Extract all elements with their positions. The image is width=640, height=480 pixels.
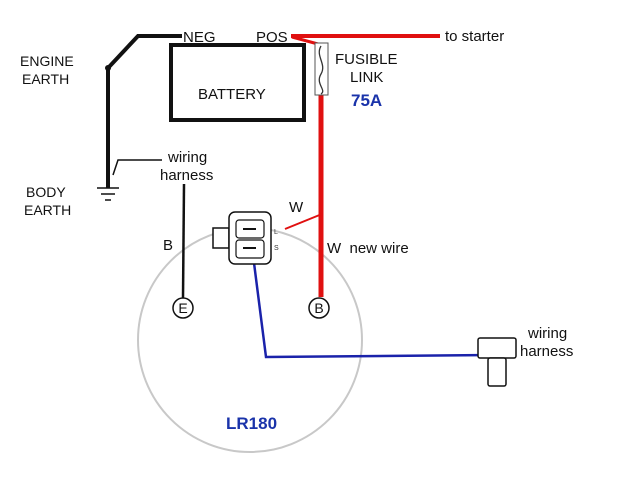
wiring-harness-right-label-1: wiring bbox=[527, 325, 567, 342]
terminal-e-label: E bbox=[178, 300, 187, 316]
harness-earth-wire bbox=[112, 159, 162, 176]
engine-earth-wire bbox=[106, 34, 182, 188]
w-new-wire-label: W new wire bbox=[327, 240, 409, 257]
plug-label-s: S bbox=[274, 245, 279, 252]
body-earth-label-2: EARTH bbox=[24, 202, 71, 218]
wiring-harness-left-label-2: harness bbox=[160, 167, 213, 184]
alternator-plug bbox=[212, 211, 272, 265]
terminal-e bbox=[172, 297, 194, 319]
fusible-link-label-2: LINK bbox=[350, 69, 383, 86]
w-upper-label: W bbox=[289, 199, 304, 216]
fuse-rating-label: 75A bbox=[351, 91, 382, 110]
pos-to-fuse-wire bbox=[291, 35, 319, 46]
engine-earth-label-2: EARTH bbox=[22, 71, 69, 87]
battery-box bbox=[169, 43, 306, 122]
fusible-link-label-1: FUSIBLE bbox=[335, 51, 398, 68]
fusible-link bbox=[314, 42, 329, 96]
terminal-b bbox=[308, 297, 330, 319]
engine-earth-label-1: ENGINE bbox=[20, 53, 74, 69]
b-left-label: B bbox=[163, 237, 173, 254]
wiring-harness-right-label-2: harness bbox=[520, 343, 573, 360]
pos-label: POS bbox=[256, 29, 288, 46]
terminal-b-label: B bbox=[314, 300, 323, 316]
alternator-model-label: LR180 bbox=[226, 414, 277, 433]
engine-earth-joint bbox=[105, 65, 111, 71]
neg-label: NEG bbox=[183, 29, 216, 46]
s-terminal-sense-wire bbox=[251, 254, 493, 359]
harness-connector-right bbox=[477, 337, 517, 387]
body-earth-symbol bbox=[97, 187, 119, 201]
wiring-harness-left-label-1: wiring bbox=[167, 149, 207, 166]
l-terminal-new-wire bbox=[284, 213, 323, 230]
to-starter-label: to starter bbox=[445, 28, 504, 45]
e-terminal-wire bbox=[181, 183, 186, 299]
battery-label: BATTERY bbox=[198, 86, 266, 103]
body-earth-label-1: BODY bbox=[26, 184, 66, 200]
plug-label-l: L bbox=[274, 229, 278, 236]
